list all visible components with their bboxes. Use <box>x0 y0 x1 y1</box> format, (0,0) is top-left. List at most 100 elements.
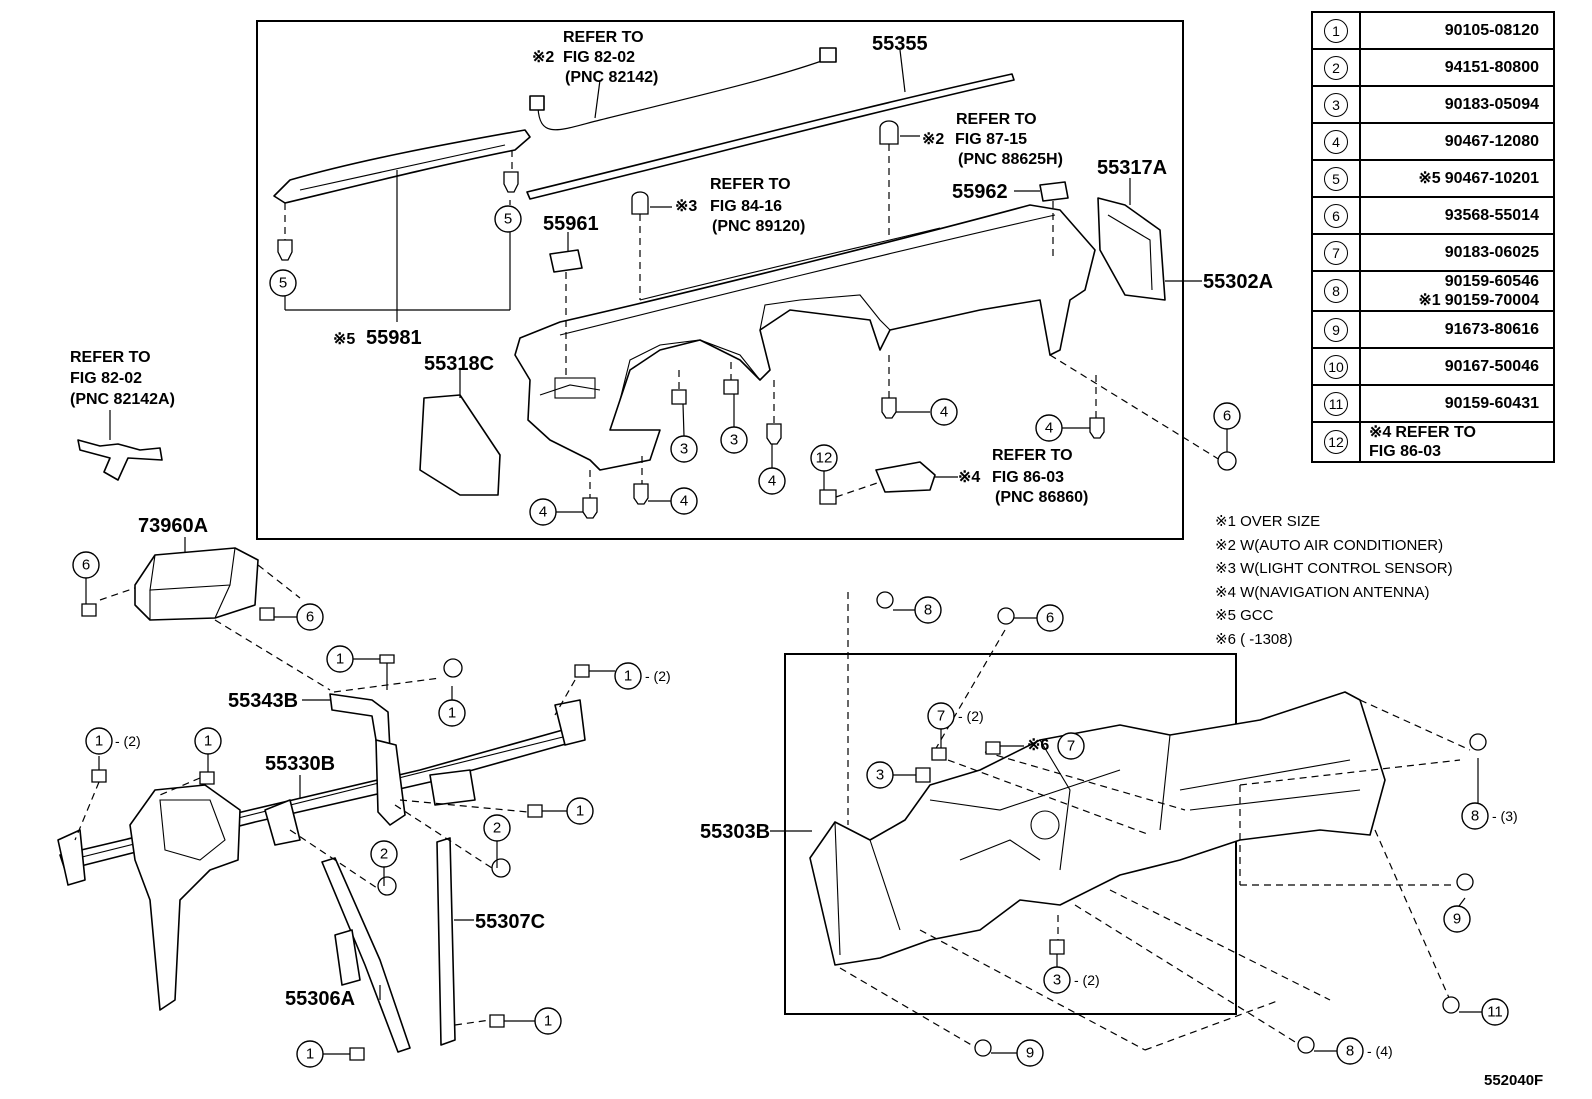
callout-qty-4: - (4) <box>1367 1043 1393 1059</box>
part-number: 90167-50046 <box>1444 358 1539 375</box>
label-55318C: 55318C <box>424 353 494 375</box>
label-55981: 55981 <box>366 327 422 349</box>
svg-text:8: 8 <box>1346 1043 1354 1060</box>
ref-82142A-line1: REFER TO <box>70 349 151 366</box>
ref-82142A-line2: FIG 82-02 <box>70 370 142 387</box>
label-55981-note: ※5 <box>333 331 355 348</box>
ref-82142-line1: REFER TO <box>563 29 644 46</box>
ref-89120-mark: ※3 <box>675 198 697 215</box>
svg-text:3: 3 <box>680 441 688 458</box>
callout-2: 2 <box>483 814 511 868</box>
part-row-part-number: 90183-05094 <box>1359 85 1555 124</box>
svg-text:1: 1 <box>576 803 584 820</box>
svg-text:11: 11 <box>1487 1004 1503 1021</box>
label-55330B: 55330B <box>265 753 335 775</box>
footnote: ※5 GCC <box>1215 607 1274 624</box>
ref-82142-line2: FIG 82-02 <box>563 49 635 66</box>
ref-88625-line1: REFER TO <box>956 111 1037 128</box>
callout-4: 4 <box>896 398 958 426</box>
upper-assembly-frame <box>256 20 1184 540</box>
label-55302A: 55302A <box>1203 271 1273 293</box>
svg-text:3: 3 <box>876 767 884 784</box>
note-mark: ※5 <box>1418 170 1441 187</box>
callout-number: 1 <box>1324 18 1348 43</box>
part-row-number: 11 <box>1311 384 1361 423</box>
part-row: 10 90167-50046 <box>1311 347 1555 386</box>
part-row-part-number: 90105-08120 <box>1359 11 1555 50</box>
brace-55306A <box>321 857 411 1053</box>
svg-text:2: 2 <box>380 846 388 863</box>
part-number: 90183-06025 <box>1444 244 1539 261</box>
callout-4: 4 <box>529 498 583 526</box>
callout-qty-2: - (2) <box>645 668 671 684</box>
ref-89120-line2: FIG 84-16 <box>710 198 782 215</box>
part-row-number: 7 <box>1311 233 1361 272</box>
callout-5: 5 <box>494 200 522 233</box>
instrument-panel-55302A <box>514 204 1096 471</box>
part-row-number: 10 <box>1311 347 1361 386</box>
callout-qty-3: - (3) <box>1492 808 1518 824</box>
svg-text:4: 4 <box>768 473 776 490</box>
svg-text:1: 1 <box>204 733 212 750</box>
callout-1: 1 <box>296 1040 350 1068</box>
svg-text:1: 1 <box>624 668 632 685</box>
callout-number: 4 <box>1324 129 1348 154</box>
ref-86860-line3: (PNC 86860) <box>995 489 1088 506</box>
part-row-number: 8 <box>1311 270 1361 312</box>
callout-number: 7 <box>1324 240 1348 265</box>
callout-number: 11 <box>1324 391 1348 416</box>
svg-text:3: 3 <box>730 432 738 449</box>
part-number: REFER TO <box>1395 424 1476 441</box>
ref-86860-mark: ※4 <box>958 469 980 486</box>
callout-1: 1 <box>504 1007 562 1035</box>
callout-qty-2: - (2) <box>115 733 141 749</box>
callout-1: 1 <box>589 662 642 690</box>
callout-1: 1 <box>542 797 594 825</box>
footnote: ※4 W(NAVIGATION ANTENNA) <box>1215 583 1430 601</box>
part-number: 93568-55014 <box>1444 207 1539 224</box>
panel-55318C <box>419 394 501 496</box>
callout-8: 8 <box>1314 1037 1364 1065</box>
callout-number: 10 <box>1324 354 1348 379</box>
footnote: ※6 ( -1308) <box>1215 630 1293 648</box>
label-55961: 55961 <box>543 213 599 235</box>
callout-1: 1 <box>438 686 466 727</box>
svg-text:7: 7 <box>937 708 945 725</box>
callout-1: 1 <box>194 727 222 772</box>
svg-text:9: 9 <box>1453 911 1461 928</box>
callout-qty-2: - (2) <box>958 708 984 724</box>
svg-text:6: 6 <box>1223 408 1231 425</box>
temp-sensor <box>879 120 899 145</box>
part-row-number: 1 <box>1311 11 1361 50</box>
part-number-line: 93568-55014 <box>1367 206 1539 225</box>
part-row: 3 90183-05094 <box>1311 85 1555 124</box>
part-row-part-number: 90183-06025 <box>1359 233 1555 272</box>
label-55306A: 55306A <box>285 988 355 1010</box>
callout-6: 6 <box>1213 402 1241 452</box>
wire-harness <box>537 57 831 131</box>
ref-88625-line2: FIG 87-15 <box>955 131 1027 148</box>
note-mark: ※4 <box>1369 424 1392 441</box>
svg-text:6: 6 <box>82 557 90 574</box>
defroster-nozzle-55981 <box>273 129 531 204</box>
callout-number: 3 <box>1324 92 1348 117</box>
callout-1: 1 <box>85 727 113 770</box>
reinforcement-55303B <box>809 691 1386 966</box>
part-number: FIG 86-03 <box>1369 443 1442 460</box>
svg-text:8: 8 <box>924 602 932 619</box>
part-row-number: 6 <box>1311 196 1361 235</box>
part-number: 90159-70004 <box>1444 292 1539 309</box>
part-number-line: 90167-50046 <box>1367 357 1539 376</box>
note-mark: ※1 <box>1418 292 1441 309</box>
weatherstrip-55355 <box>526 73 1015 200</box>
callout-group: 5 5 4 4 3 3 4 4 4 12 6 6 6 1 1 1 - (2) 1… <box>72 200 1518 1068</box>
ref-86860-line2: FIG 86-03 <box>992 469 1064 486</box>
label-55355: 55355 <box>872 33 928 55</box>
callout-5: 5 <box>269 269 297 297</box>
part-row-number: 12 <box>1311 421 1361 463</box>
svg-text:3: 3 <box>1053 972 1061 989</box>
